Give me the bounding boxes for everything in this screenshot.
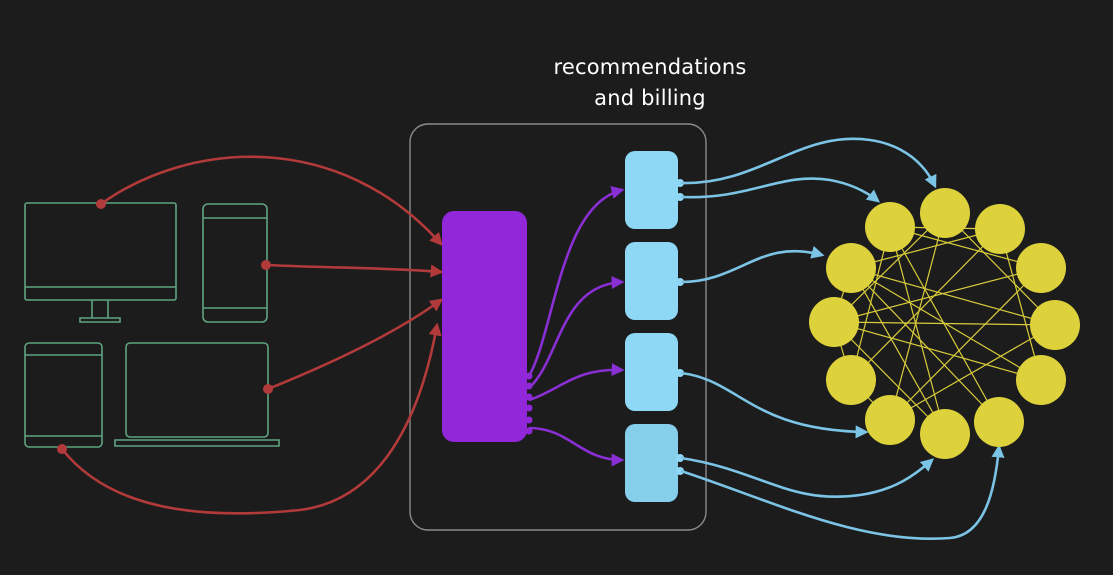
cluster-node <box>826 355 876 405</box>
cluster-node <box>865 395 915 445</box>
caption-line-2: and billing <box>594 86 706 110</box>
arrow-service-4b-to-cluster <box>680 444 1005 541</box>
cluster-node <box>920 409 970 459</box>
service-ports <box>676 179 684 475</box>
service-3 <box>625 333 678 411</box>
phone-icon <box>202 203 268 323</box>
cluster-edges <box>833 212 1056 435</box>
cluster-node <box>920 188 970 238</box>
arrow-service-4a-to-cluster <box>680 456 934 499</box>
arrow-service-2-to-cluster <box>680 245 825 284</box>
cluster-node <box>826 243 876 293</box>
arrow-tablet-to-gateway <box>60 322 442 515</box>
arrow-gateway-to-service-1 <box>527 186 625 377</box>
database-cluster <box>809 188 1080 459</box>
arrow-desktop-to-gateway <box>100 155 443 246</box>
services-caption: recommendations and billing <box>510 52 790 114</box>
microservices <box>625 151 678 502</box>
client-arrow-origin-dots <box>57 199 273 454</box>
cluster-node <box>1016 243 1066 293</box>
cluster-node <box>809 297 859 347</box>
laptop-icon <box>114 342 280 447</box>
arrow-gateway-to-service-2 <box>528 276 625 389</box>
arrow-phone-to-gateway <box>265 263 444 278</box>
api-gateway <box>442 211 527 442</box>
cluster-node <box>974 397 1024 447</box>
arrow-laptop-to-gateway <box>267 298 444 391</box>
arrow-service-3-to-cluster <box>680 371 869 439</box>
cluster-node <box>975 204 1025 254</box>
gateway-routing-arrows <box>527 186 625 467</box>
client-request-arrows <box>60 155 444 515</box>
cluster-node <box>1030 300 1080 350</box>
tablet-icon <box>24 342 103 448</box>
service-1 <box>625 151 678 229</box>
arrow-gateway-to-service-4 <box>528 426 625 467</box>
client-devices <box>24 202 280 448</box>
service-to-cluster-arrows <box>680 137 1005 541</box>
service-4 <box>625 424 678 502</box>
arrow-service-1b-to-cluster <box>680 177 881 203</box>
backend-container <box>409 123 707 531</box>
arrow-service-1a-to-cluster <box>680 137 937 189</box>
desktop-monitor-icon <box>24 202 177 323</box>
service-2 <box>625 242 678 320</box>
cluster-node <box>1016 355 1066 405</box>
cluster-node <box>865 202 915 252</box>
arrow-gateway-to-service-3 <box>528 363 625 402</box>
caption-line-1: recommendations <box>553 55 747 79</box>
